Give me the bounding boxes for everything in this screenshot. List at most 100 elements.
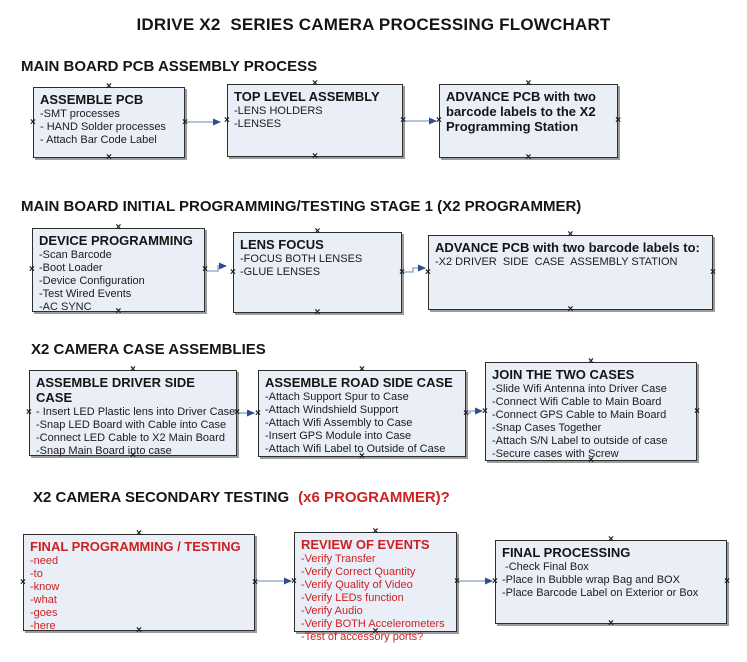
flow-box-final-programming-testing: FINAL PROGRAMMING / TESTING -need-to-kno… (20, 529, 258, 636)
box-line: -Verify LEDs function (301, 592, 404, 604)
box-lines: -Attach Support Spur to Case-Attach Wind… (265, 391, 465, 456)
connector-handle-icon: × (567, 304, 574, 315)
box-lines: -Verify Transfer-Verify Correct Quantity… (301, 553, 456, 644)
connector-handle-icon: × (230, 266, 236, 278)
flow-box-assemble-pcb: ASSEMBLE PCB -SMT processes- HAND Solder… (30, 82, 188, 163)
connector-handle-icon: × (106, 152, 112, 163)
box-line: -SMT processes (40, 108, 120, 120)
box-line: -LENS HOLDERS (234, 105, 323, 117)
box-line: -FOCUS BOTH LENSES (240, 253, 363, 265)
connector-handle-icon: × (359, 364, 365, 375)
box-line: -Snap Cases Together (492, 422, 602, 434)
arrow-device-programming-to-lens-focus (206, 262, 227, 272)
flow-box-join-the-two-cases: JOIN THE TWO CASES -Slide Wifi Antenna i… (482, 357, 700, 466)
box-lines: -LENS HOLDERS-LENSES (234, 105, 402, 131)
connector-handle-icon: × (425, 266, 431, 278)
section-heading-black-part: X2 CAMERA SECONDARY TESTING (33, 489, 290, 506)
flow-box-device-programming: DEVICE PROGRAMMING -Scan Barcode-Boot Lo… (29, 223, 208, 317)
box-line: -Verify Transfer (301, 553, 376, 565)
connector-handle-icon: × (255, 407, 261, 419)
box-title: ADVANCE PCB with two barcode labels to t… (446, 89, 596, 134)
connector-handle-icon: × (130, 364, 136, 375)
section-heading-camera-case-assemblies: X2 CAMERA CASE ASSEMBLIES (31, 341, 266, 358)
box-lines: -Check Final Box-Place In Bubble wrap Ba… (502, 561, 726, 600)
box-title: ASSEMBLE DRIVER SIDE CASE (36, 375, 195, 405)
box-lines: -need-to-know-what-goes-here (30, 555, 254, 633)
box-line: - Attach Bar Code Label (40, 134, 157, 146)
box-title: REVIEW OF EVENTS (301, 537, 430, 552)
box-line: -Place Barcode Label on Exterior or Box (502, 587, 699, 599)
box-lines: -SMT processes- HAND Solder processes- A… (40, 108, 184, 147)
box-line: -AC SYNC (39, 301, 92, 313)
connector-handle-icon: × (567, 229, 574, 240)
box-line: -Insert GPS Module into Case (265, 430, 412, 442)
box-line: -Verify Correct Quantity (301, 566, 416, 578)
box-line: -Device Configuration (39, 275, 145, 287)
box-title: ASSEMBLE ROAD SIDE CASE (265, 375, 453, 390)
box-line: -Verify BOTH Accelerometers (301, 618, 445, 630)
box-title: ASSEMBLE PCB (40, 92, 144, 107)
box-line: -goes (30, 607, 58, 619)
connector-handle-icon: × (314, 226, 321, 237)
flow-box-advance-pcb-driver-side-station: ADVANCE PCB with two barcode labels to: … (425, 230, 716, 315)
connector-handle-icon: × (30, 116, 36, 128)
box-line: -Attach Windshield Support (265, 404, 399, 416)
box-line: -LENSES (234, 118, 282, 130)
page-title: IDRIVE X2 SERIES CAMERA PROCESSING FLOWC… (136, 15, 611, 34)
box-line: - Insert LED Plastic lens into Driver Ca… (36, 406, 236, 418)
box-line: -GLUE LENSES (240, 266, 321, 278)
box-lines: -Slide Wifi Antenna into Driver Case-Con… (492, 383, 696, 461)
box-line: - HAND Solder processes (40, 121, 166, 133)
connector-handle-icon: × (588, 356, 594, 367)
connector-handle-icon: × (525, 78, 532, 89)
connector-handle-icon: × (525, 152, 532, 163)
arrow-lens-focus-to-advance-pcb (403, 264, 426, 273)
connector-handle-icon: × (312, 151, 318, 162)
box-title: TOP LEVEL ASSEMBLY (234, 89, 380, 104)
box-line: -Verify Audio (301, 605, 363, 617)
flow-box-review-of-events: REVIEW OF EVENTS -Verify Transfer-Verify… (291, 527, 460, 644)
box-line: -Place In Bubble wrap Bag and BOX (502, 574, 680, 586)
connector-handle-icon: × (29, 264, 35, 275)
box-title: LENS FOCUS (240, 237, 324, 252)
box-title: JOIN THE TWO CASES (492, 367, 635, 382)
connector-handle-icon: × (608, 618, 614, 629)
flow-box-assemble-driver-side-case: ASSEMBLE DRIVER SIDE CASE - Insert LED P… (26, 365, 240, 461)
section-heading-main-board-pcb-assembly: MAIN BOARD PCB ASSEMBLY PROCESS (21, 58, 318, 75)
connector-handle-icon: × (608, 534, 614, 545)
connector-handle-icon: × (26, 407, 32, 418)
connector-handle-icon: × (482, 405, 488, 417)
connector-handle-icon: × (314, 307, 321, 318)
connector-handle-icon: × (291, 576, 297, 587)
box-lines: -X2 DRIVER SIDE CASE ASSEMBLY STATION (435, 256, 712, 269)
box-line: -Attach Wifi Label to Outside of Case (265, 443, 446, 455)
box-line: -Test of accessory ports? (301, 631, 424, 643)
section-heading-red-part: (x6 PROGRAMMER)? (298, 489, 450, 506)
box-line: -Connect GPS Cable to Main Board (492, 409, 667, 421)
box-line: -Snap LED Board with Cable into Case (36, 419, 227, 431)
connector-handle-icon: × (224, 114, 230, 126)
box-line: -Connect Wifi Cable to Main Board (492, 396, 662, 408)
box-line: -Snap Main Board into case (36, 445, 172, 457)
flow-box-assemble-road-side-case: ASSEMBLE ROAD SIDE CASE -Attach Support … (255, 365, 469, 462)
section-heading-initial-programming-testing: MAIN BOARD INITIAL PROGRAMMING/TESTING S… (21, 198, 582, 215)
section-heading-secondary-testing: X2 CAMERA SECONDARY TESTING (x6 PROGRAMME… (33, 489, 450, 506)
connector-handle-icon: × (312, 78, 318, 89)
box-title: FINAL PROCESSING (502, 545, 631, 560)
connector-handle-icon: × (115, 222, 122, 233)
connector-handle-icon: × (136, 528, 142, 539)
connector-handle-icon: × (372, 526, 379, 537)
flow-box-final-processing: FINAL PROCESSING -Check Final Box-Place … (492, 535, 730, 629)
box-lines: -Scan Barcode-Boot Loader-Device Configu… (39, 249, 204, 314)
flow-box-advance-pcb-programming-station: ADVANCE PCB with two barcode labels to t… (436, 79, 621, 163)
box-line: -Connect LED Cable to X2 Main Board (36, 432, 225, 444)
box-line: -what (30, 594, 57, 606)
box-line: -Verify Quality of Video (301, 579, 413, 591)
box-title: ADVANCE PCB with two barcode labels to: (435, 240, 700, 255)
box-line: -here (30, 620, 56, 632)
box-title: DEVICE PROGRAMMING (39, 233, 193, 248)
box-line: -Attach Support Spur to Case (265, 391, 409, 403)
box-line: -Test Wired Events (39, 288, 132, 300)
box-line: -Attach S/N Label to outside of case (492, 435, 668, 447)
